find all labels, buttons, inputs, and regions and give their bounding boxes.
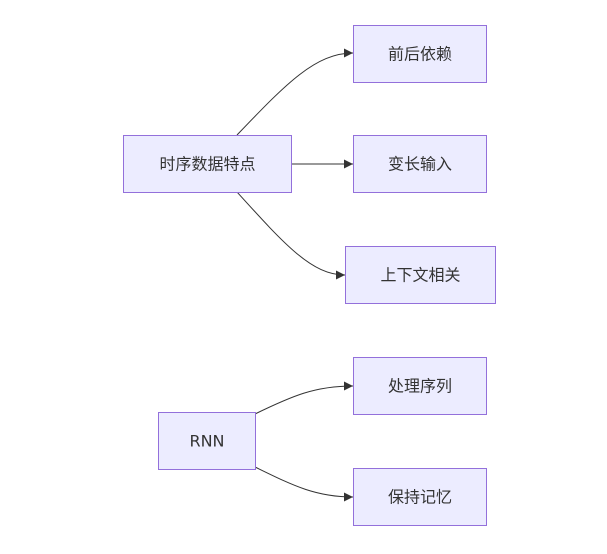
edge-timeseries-to-context <box>236 191 346 280</box>
node-box <box>158 412 256 470</box>
node-variable-length-input: 变长输入 <box>353 135 487 193</box>
node-label: 前后依赖 <box>388 45 452 64</box>
node-context-related: 上下文相关 <box>345 246 496 304</box>
node-keep-memory: 保持记忆 <box>353 468 487 526</box>
node-label: 变长输入 <box>388 155 452 174</box>
edge-rnn-to-process-sequence <box>254 381 354 415</box>
edges <box>236 48 354 502</box>
node-process-sequence: 处理序列 <box>353 357 487 415</box>
node-label: 处理序列 <box>388 377 452 396</box>
node-box <box>353 135 487 193</box>
node-box <box>123 135 292 193</box>
node-label: RNN <box>189 432 224 451</box>
node-rnn: RNN <box>158 412 256 470</box>
node-label: 时序数据特点 <box>159 155 255 174</box>
node-box <box>353 25 487 83</box>
node-timeseries-features: 时序数据特点 <box>123 135 292 193</box>
node-dependency: 前后依赖 <box>353 25 487 83</box>
node-box <box>345 246 496 304</box>
node-box <box>353 357 487 415</box>
node-label: 保持记忆 <box>388 488 452 507</box>
node-box <box>353 468 487 526</box>
edge-timeseries-to-dependency <box>236 48 354 136</box>
edge-rnn-to-keep-memory <box>254 466 354 502</box>
node-label: 上下文相关 <box>380 266 460 285</box>
